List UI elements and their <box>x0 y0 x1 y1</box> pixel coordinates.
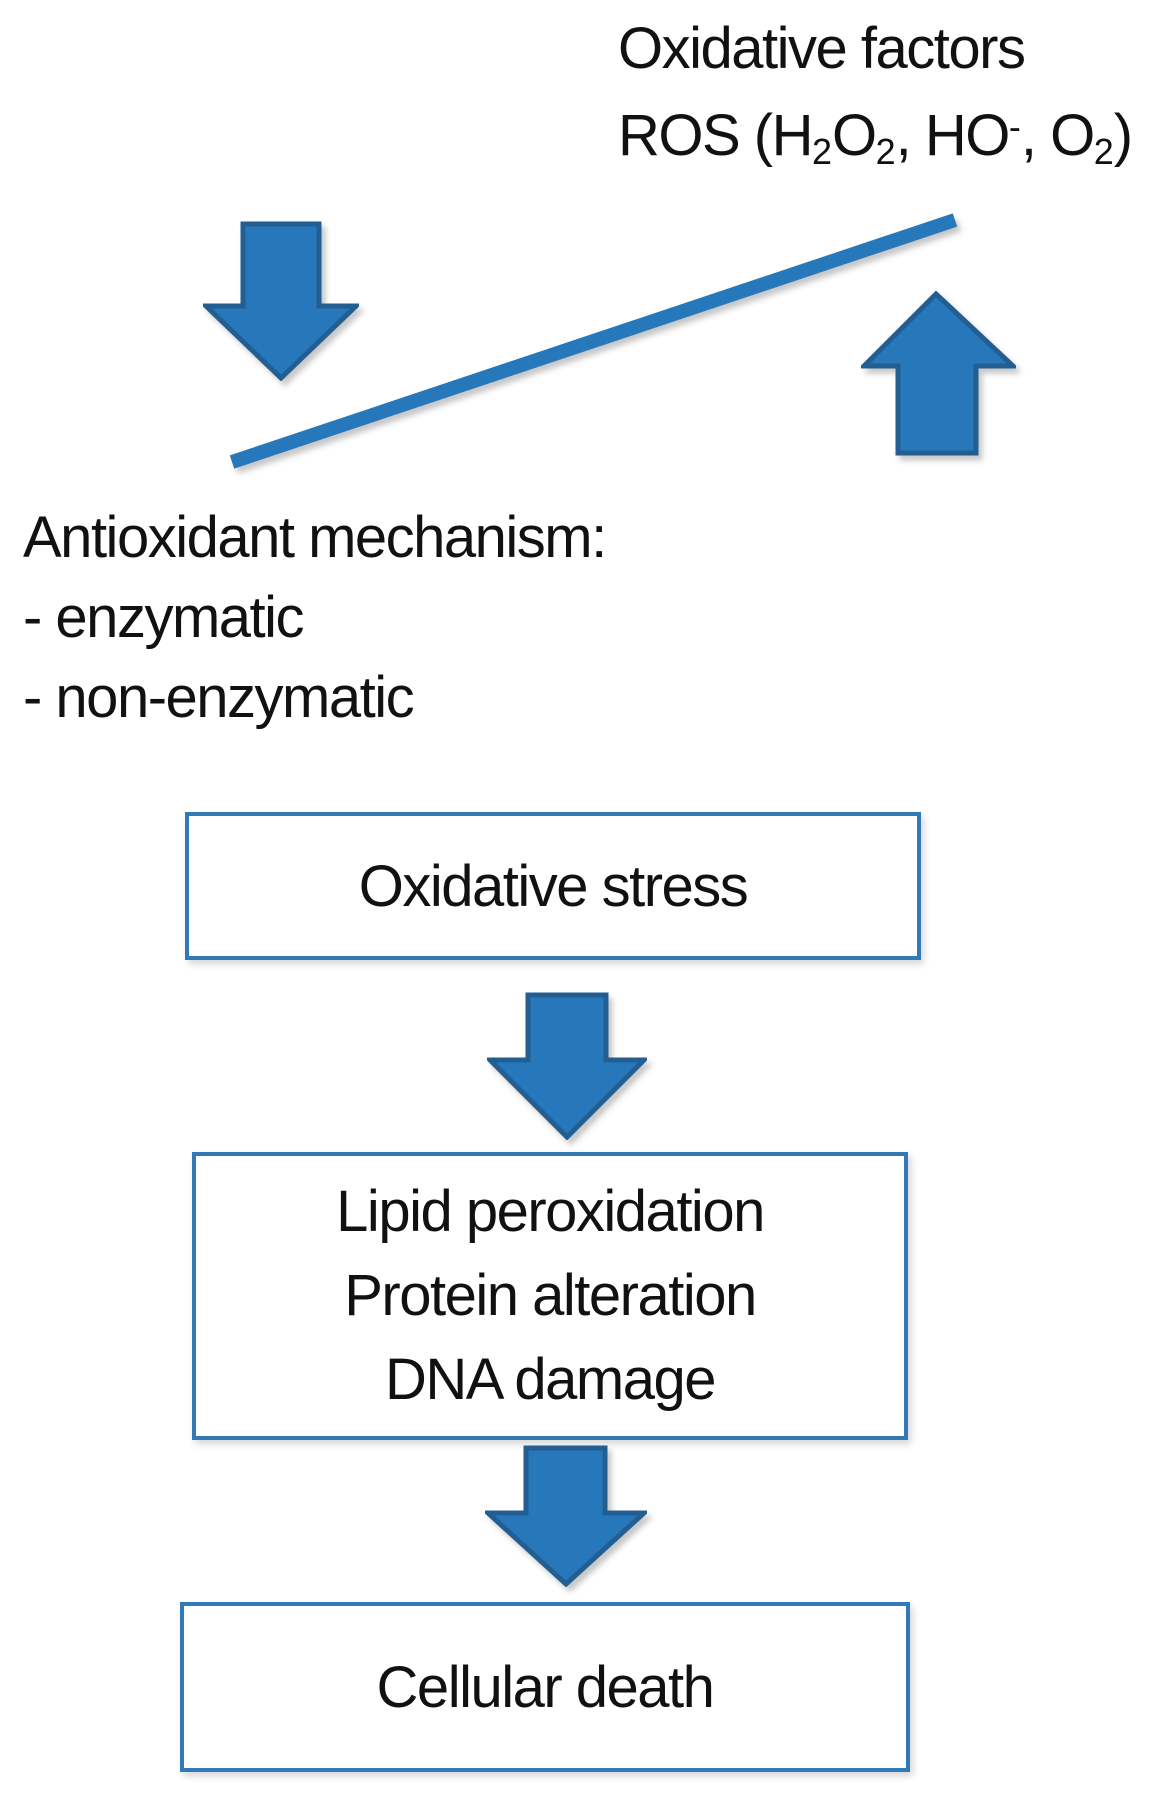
down-arrow-icon <box>487 992 647 1140</box>
antioxidant-item-non-enzymatic: - non-enzymatic <box>23 665 415 730</box>
antioxidant-mechanism-title: Antioxidant mechanism: <box>23 505 607 570</box>
cell-damage-box: Lipid peroxidation Protein alteration DN… <box>192 1152 908 1440</box>
ros-text-part: , HO <box>895 103 1011 169</box>
ros-subscript: 2 <box>1093 131 1114 173</box>
ros-text-part: ) <box>1113 103 1133 169</box>
damage-line-protein: Protein alteration <box>344 1263 757 1328</box>
ros-subscript: 2 <box>812 131 832 173</box>
down-arrow-icon <box>485 1445 647 1587</box>
damage-line-dna: DNA damage <box>385 1347 716 1412</box>
ros-text-part: ROS (H <box>618 103 814 169</box>
oxidative-stress-box: Oxidative stress <box>185 812 921 960</box>
oxidative-factors-title: Oxidative factors <box>618 16 1026 81</box>
oxidative-stress-label: Oxidative stress <box>358 853 749 919</box>
up-arrow-icon <box>861 291 1016 456</box>
antioxidant-mechanism-block: Antioxidant mechanism: - enzymatic - non… <box>23 498 607 738</box>
ros-formula: ROS (H2O2, HO-, O2) <box>618 88 1133 191</box>
damage-line-lipid: Lipid peroxidation <box>336 1179 765 1244</box>
ros-text-part: , O <box>1020 103 1095 169</box>
ros-text-part: O <box>832 103 877 169</box>
cellular-death-label: Cellular death <box>376 1654 715 1720</box>
oxidative-factors-block: Oxidative factors ROS (H2O2, HO-, O2) <box>618 10 1133 191</box>
ros-subscript: 2 <box>875 131 896 173</box>
down-arrow-icon <box>203 221 359 381</box>
antioxidant-item-enzymatic: - enzymatic <box>23 585 305 650</box>
cellular-death-box: Cellular death <box>180 1602 910 1772</box>
ros-superscript: - <box>1008 106 1021 147</box>
